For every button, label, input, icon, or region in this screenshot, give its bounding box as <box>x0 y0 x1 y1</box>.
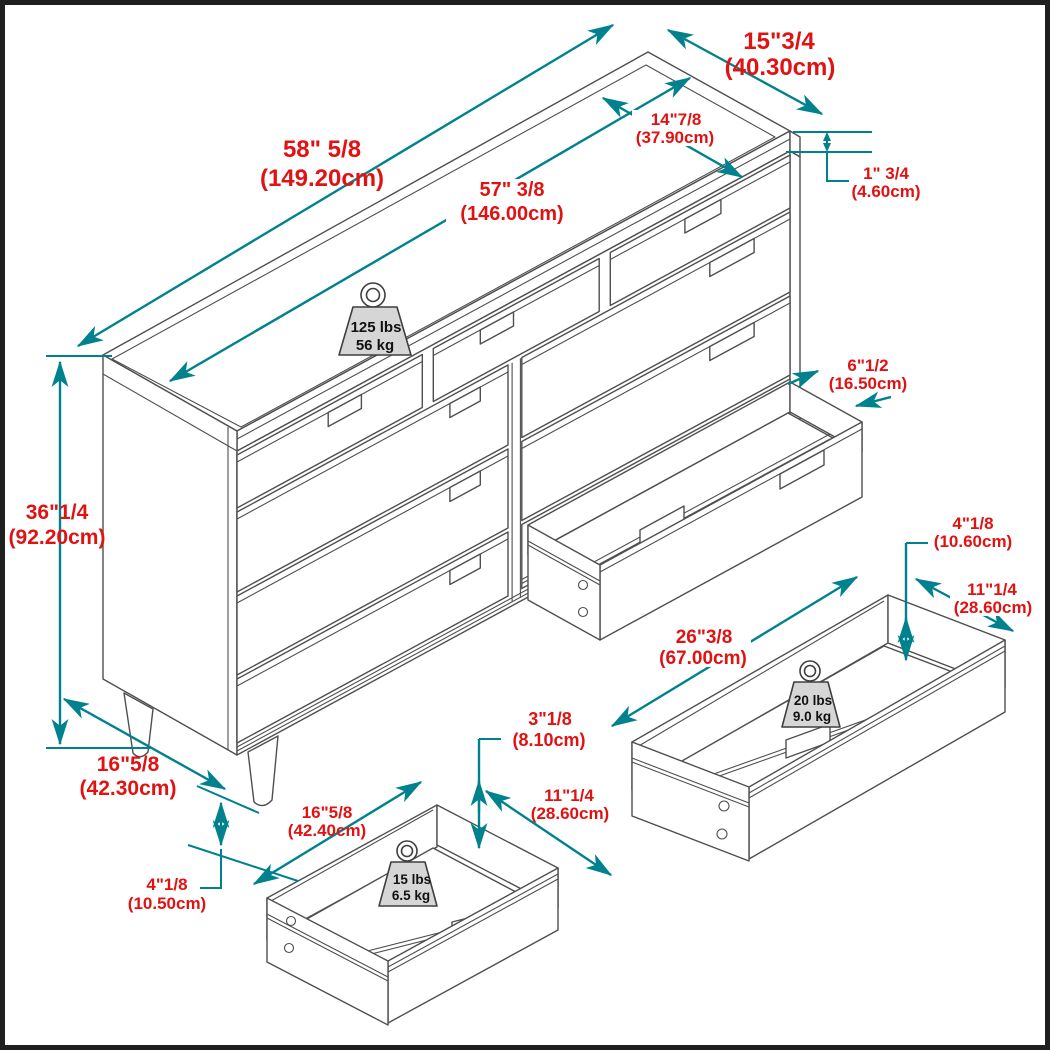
drawer-handle <box>327 393 363 428</box>
side-panel-slab-line <box>102 373 238 452</box>
weight-small-lbs: 15 lbs <box>393 872 431 887</box>
weight-large-lbs: 20 lbs <box>794 693 832 708</box>
label-base-depth-cm: (42.30cm) <box>80 777 177 800</box>
open-drawer-rail <box>569 433 831 576</box>
label-overall-height-cm: (92.20cm) <box>9 526 106 549</box>
small-box-near-lip2 <box>387 878 559 973</box>
drawer-handle <box>709 237 755 278</box>
label-large-drawer-width-in: 26"3/8 <box>676 627 733 648</box>
label-top-inner-depth-in: 14"7/8 <box>651 110 702 129</box>
small-box-screw-hole-2 <box>283 942 295 954</box>
open-drawer-cap-groove2 <box>527 544 601 586</box>
label-top-depth-in: 15"3/4 <box>743 28 815 55</box>
drawer-front <box>236 448 509 676</box>
dim-leg-height <box>187 785 299 889</box>
label-overall-height-in: 36"1/4 <box>26 501 89 524</box>
label-large-drawer-inner-height-cm: (10.60cm) <box>934 532 1012 551</box>
label-top-depth-cm: (40.30cm) <box>725 54 836 81</box>
drawer-handle <box>449 553 481 586</box>
label-top-inner-depth-cm: (37.90cm) <box>636 128 714 147</box>
label-large-drawer-inner-height-in: 4"1/8 <box>952 514 993 533</box>
dim-top-thickness-bracket <box>786 131 872 182</box>
open-drawer-screw-hole-2 <box>577 606 589 618</box>
dim-arrow-drawer-front-height-a <box>787 369 820 389</box>
large-box-cap-groove2 <box>631 761 750 808</box>
open-drawer-cap-groove1 <box>527 540 601 582</box>
drawer-handle <box>449 470 481 503</box>
large-box-screw-hole-2 <box>716 828 728 840</box>
large-box-near-lip1 <box>748 645 1006 794</box>
label-large-drawer-width-cm: (67.00cm) <box>659 648 747 669</box>
label-small-drawer-inner-height-in: 3"1/8 <box>528 709 572 729</box>
drawer-handle <box>709 321 755 362</box>
dim-line-small-drawer-width <box>252 780 423 886</box>
drawer-front <box>236 364 509 593</box>
label-top-inner-width-cm: (146.00cm) <box>460 203 563 225</box>
dim-arrow-drawer-front-height-b <box>854 391 892 408</box>
drawer-handle <box>449 386 481 419</box>
label-overall-width-in: 58" 5/8 <box>283 136 361 163</box>
label-small-drawer-width-in: 16"5/8 <box>302 803 353 822</box>
label-leg-height-in: 4"1/8 <box>146 875 187 894</box>
large-box-left-cap <box>631 741 750 862</box>
weight-large-kg: 9.0 kg <box>793 709 831 724</box>
label-overall-width-cm: (149.20cm) <box>260 165 384 192</box>
small-box-cap-groove1 <box>266 913 389 978</box>
small-box-near-lip1 <box>387 873 559 968</box>
weight-small-kg: 6.5 kg <box>392 888 430 903</box>
open-drawer-screw-hole-1 <box>577 579 589 591</box>
label-small-drawer-depth-in: 11"1/4 <box>544 786 594 805</box>
dim-large-drawer-inner-height <box>897 542 928 662</box>
label-backgrounds <box>446 110 1036 750</box>
dim-line-base-depth <box>62 697 227 791</box>
large-box-near-lip2 <box>748 650 1006 799</box>
label-small-drawer-width-cm: (42.40cm) <box>288 821 366 840</box>
large-box-cap-groove1 <box>631 757 750 804</box>
dimension-lines <box>46 23 1015 889</box>
small-box-screw-hole-1 <box>285 915 297 927</box>
small-box-cap-groove2 <box>266 917 389 982</box>
label-leg-height-cm: (10.50cm) <box>128 894 206 913</box>
dresser-cabinet <box>102 51 801 807</box>
label-drawer-front-height-cm: (16.50cm) <box>829 374 907 393</box>
dim-small-drawer-inner-height <box>470 738 501 850</box>
open-drawer-handle <box>779 449 825 490</box>
label-drawer-front-height-in: 6"1/2 <box>847 356 888 375</box>
weight-ring-inner-icon <box>365 287 381 303</box>
drawer-front <box>236 531 509 744</box>
dim-line-top-depth <box>666 28 824 116</box>
large-box-screw-hole-1 <box>718 800 730 812</box>
dim-line-small-drawer-depth <box>484 790 613 876</box>
weight-top-kg: 56 kg <box>356 337 394 354</box>
label-base-depth-in: 16"5/8 <box>97 753 160 776</box>
weight-ring-inner-icon <box>803 664 817 678</box>
label-top-thickness-in: 1" 3/4 <box>863 164 909 183</box>
side-panel <box>102 354 238 756</box>
label-large-drawer-depth-in: 11"1/4 <box>967 580 1017 599</box>
drawer-front <box>236 353 423 509</box>
label-small-drawer-depth-cm: (28.60cm) <box>531 804 609 823</box>
weight-ring-inner-icon <box>400 844 414 858</box>
weight-top-lbs: 125 lbs <box>351 319 402 336</box>
label-top-inner-width-in: 57" 3/8 <box>479 179 544 201</box>
label-top-thickness-cm: (4.60cm) <box>852 182 921 201</box>
label-small-drawer-inner-height-cm: (8.10cm) <box>512 730 585 750</box>
label-large-drawer-depth-cm: (28.60cm) <box>954 598 1032 617</box>
open-drawer-left-cap <box>527 524 601 641</box>
measurement-labels: 58" 5/8 (149.20cm) 57" 3/8 (146.00cm) 15… <box>9 28 1033 913</box>
